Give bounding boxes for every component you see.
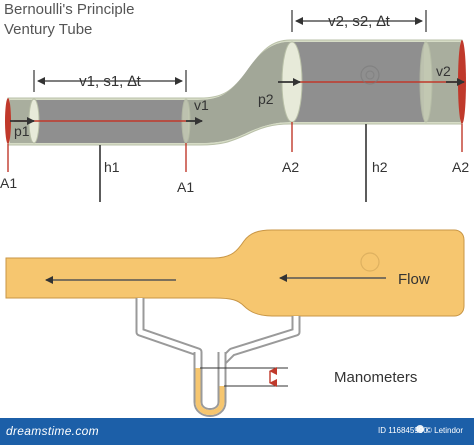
venturi-tube <box>5 39 466 146</box>
title-line-2: Ventury Tube <box>4 21 93 38</box>
u-tube-liquid <box>195 368 225 415</box>
dim1-label: v1, s1, ∆t <box>79 73 142 90</box>
manometer-tube-right-inner <box>220 316 299 364</box>
flow-label: Flow <box>398 271 430 288</box>
a1-left-label: A1 <box>0 175 17 191</box>
p2-label: p2 <box>258 91 274 107</box>
a1-right-label: A1 <box>177 179 194 195</box>
author-icon <box>416 425 424 433</box>
watermark-swirl <box>360 65 380 85</box>
manometer-tube-right <box>218 316 301 366</box>
tube-neck <box>188 42 290 143</box>
h2-label: h2 <box>372 159 388 175</box>
a2-left-label: A2 <box>282 159 299 175</box>
title-line-1: Bernoulli's Principle <box>4 1 135 18</box>
p1-label: p1 <box>14 123 30 139</box>
watermark-swirl-inner <box>365 70 375 80</box>
a2-right-label: A2 <box>452 159 469 175</box>
pipe-watermark-swirl <box>360 252 380 272</box>
footer-bar: dreamstime.com ID 116845990 © Letindor <box>0 418 474 445</box>
pipe-body <box>5 229 465 317</box>
tube-left-cap <box>5 98 11 144</box>
footer-image-id: ID 116845990 <box>378 426 428 435</box>
dim2-label: v2, s2, ∆t <box>328 13 391 30</box>
manometers-label: Manometers <box>334 369 417 386</box>
footer-brand: dreamstime.com <box>6 424 99 438</box>
v1-label: v1 <box>194 97 209 113</box>
manometer-pipe <box>5 229 465 417</box>
manometer-tube-left <box>135 298 203 362</box>
h1-label: h1 <box>104 159 120 175</box>
u-tube-outline <box>193 352 227 417</box>
footer-author: © Letindor <box>426 426 464 435</box>
v2-label: v2 <box>436 63 451 79</box>
